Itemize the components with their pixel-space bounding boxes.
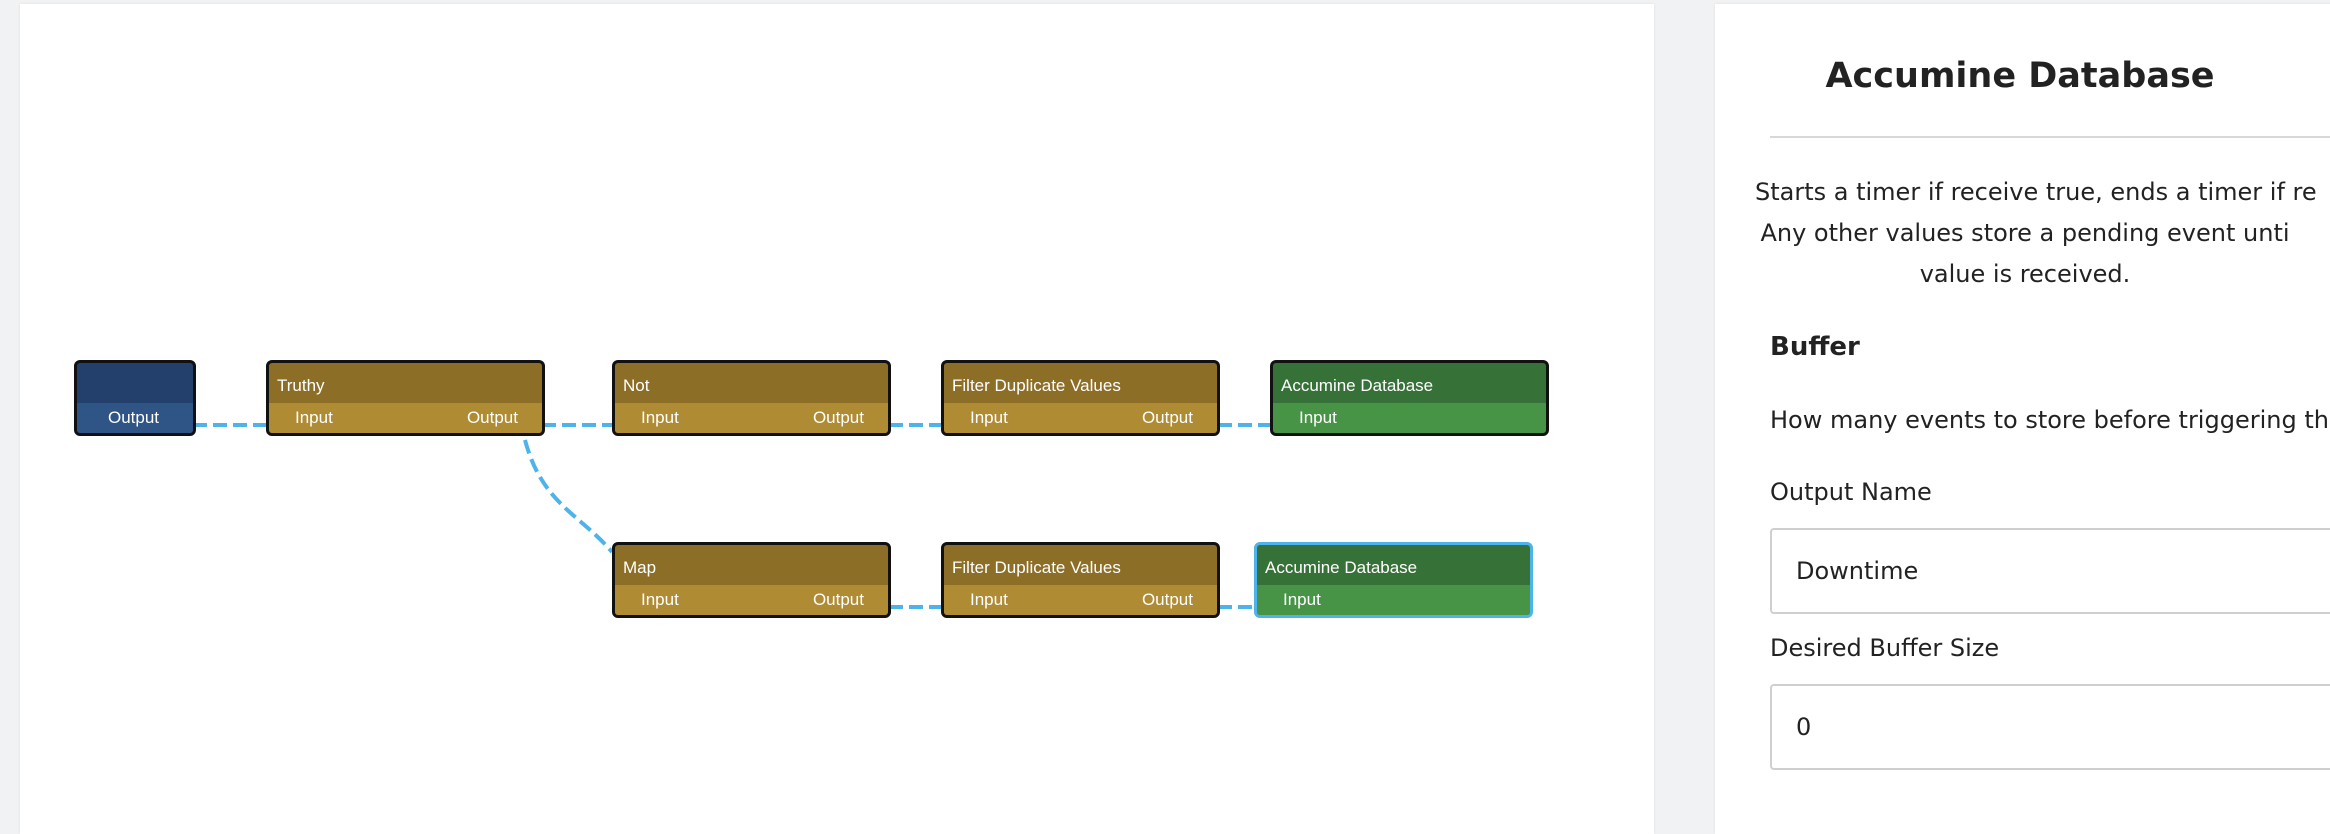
node-title: Not: [623, 376, 650, 395]
node-title: Filter Duplicate Values: [952, 558, 1121, 577]
input-port[interactable]: Input: [1299, 408, 1337, 427]
node-title: Filter Duplicate Values: [952, 376, 1121, 395]
node-properties-panel: Accumine Database Starts a timer if rece…: [1715, 4, 2330, 834]
node-port-bar: Output: [77, 403, 193, 433]
input-port[interactable]: Input: [641, 408, 679, 427]
description-line: Starts a timer if receive true, ends a t…: [1755, 178, 2317, 206]
buffer-size-input[interactable]: [1770, 684, 2330, 770]
input-port[interactable]: Input: [970, 590, 1008, 609]
accumine-database-node-selected[interactable]: Accumine Database Input: [1254, 542, 1533, 618]
output-port[interactable]: Output: [108, 408, 160, 427]
connection-layer: [193, 423, 1271, 609]
description-line: value is received.: [1919, 260, 2131, 288]
input-port[interactable]: Input: [970, 408, 1008, 427]
accumine-database-node[interactable]: Accumine Database Input: [1270, 360, 1549, 436]
panel-title: Accumine Database: [1825, 56, 2215, 96]
node-title: [77, 363, 193, 406]
node-title: Accumine Database: [1281, 376, 1434, 395]
connection-wire[interactable]: [523, 439, 614, 554]
not-node[interactable]: Not Input Output: [612, 360, 891, 436]
input-port[interactable]: Input: [641, 590, 679, 609]
node-port-bar: Input: [1273, 403, 1546, 433]
node-title: Accumine Database: [1265, 558, 1418, 577]
panel-divider: [1770, 136, 2330, 138]
node-port-bar: Input Output: [615, 403, 888, 433]
output-port[interactable]: Output: [1141, 590, 1193, 609]
node-port-bar: Input: [1257, 585, 1530, 615]
truthy-node[interactable]: Truthy Input Output: [266, 360, 545, 436]
node-description: Starts a timer if receive true, ends a t…: [1755, 172, 2317, 295]
filter-duplicate-values-node[interactable]: Filter Duplicate Values Input Output: [941, 542, 1220, 618]
source-node[interactable]: Output: [74, 360, 196, 436]
input-port[interactable]: Input: [1283, 590, 1321, 609]
output-name-label: Output Name: [1770, 478, 1932, 506]
input-port[interactable]: Input: [295, 408, 333, 427]
buffer-heading: Buffer: [1770, 332, 1860, 362]
output-port[interactable]: Output: [1141, 408, 1193, 427]
node-title: Map: [623, 558, 657, 577]
node-port-bar: Input Output: [615, 585, 888, 615]
buffer-help-text: How many events to store before triggeri…: [1770, 406, 2329, 434]
node-port-bar: Input Output: [269, 403, 542, 433]
output-port[interactable]: Output: [812, 590, 864, 609]
node-port-bar: Input Output: [944, 403, 1217, 433]
output-port[interactable]: Output: [812, 408, 864, 427]
node-port-bar: Input Output: [944, 585, 1217, 615]
output-port[interactable]: Output: [466, 408, 518, 427]
output-name-input[interactable]: [1770, 528, 2330, 614]
description-line: Any other values store a pending event u…: [1760, 219, 2290, 247]
flow-canvas[interactable]: Output Truthy Input Output Not Input Out…: [20, 4, 1654, 834]
filter-duplicate-values-node[interactable]: Filter Duplicate Values Input Output: [941, 360, 1220, 436]
node-title: Truthy: [277, 376, 325, 395]
map-node[interactable]: Map Input Output: [612, 542, 891, 618]
buffer-size-label: Desired Buffer Size: [1770, 634, 2000, 662]
